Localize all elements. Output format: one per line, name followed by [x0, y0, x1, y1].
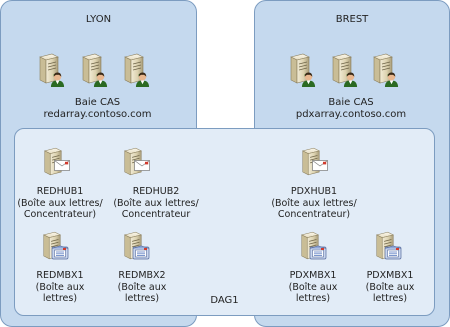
cas-array-title: Baie CAS	[328, 97, 374, 108]
server-label-pdxmbx1: PDXMBX1 (Boîte aux lettres)	[273, 270, 353, 305]
server-name: REDHUB1	[36, 186, 84, 197]
cas-array-title: Baie CAS	[74, 97, 121, 108]
cas-server-with-user-icon	[373, 53, 399, 87]
server-role: lettres)	[42, 293, 78, 304]
server-label-redmbx2: REDMBX2 (Boîte aux lettres)	[102, 270, 182, 305]
cas-array-fqdn: pdxarray.contoso.com	[295, 109, 407, 120]
cas-array-label-brest: Baie CAS pdxarray.contoso.com	[254, 97, 448, 121]
server-role: Concentrateur)	[23, 209, 97, 220]
server-name: PDXMBX1	[366, 270, 414, 281]
mailbox-server-icon	[124, 231, 150, 260]
hub-server-with-envelope-icon	[302, 147, 328, 176]
server-role: lettres)	[295, 293, 331, 304]
server-role: Concentrateur	[121, 209, 191, 220]
server-role: lettres)	[124, 293, 160, 304]
server-label-redmbx1: REDMBX1 (Boîte aux lettres)	[20, 270, 100, 305]
dag-container: DAG1	[14, 128, 435, 316]
server-role: (Boîte aux	[288, 281, 338, 293]
cas-server-with-user-icon	[290, 53, 316, 87]
server-name: PDXMBX1	[289, 270, 337, 281]
server-role: (Boîte aux lettres/	[113, 197, 199, 209]
server-role: (Boîte aux	[117, 281, 167, 293]
site-title-brest: BREST	[335, 14, 369, 25]
site-title-lyon: LYON	[85, 14, 112, 25]
mailbox-server-icon	[301, 231, 327, 260]
cas-server-with-user-icon	[332, 53, 358, 87]
server-label-redhub1: REDHUB1 (Boîte aux lettres/ Concentrateu…	[8, 186, 112, 221]
server-role: (Boîte aux	[35, 281, 85, 293]
server-label-pdxmbx2: PDXMBX1 (Boîte aux lettres)	[350, 270, 430, 305]
cas-server-with-user-icon	[124, 53, 150, 87]
hub-server-with-envelope-icon	[44, 147, 70, 176]
server-name: REDMBX2	[118, 270, 166, 281]
server-role: lettres)	[372, 293, 408, 304]
server-role: (Boîte aux lettres/	[271, 197, 357, 209]
server-role: (Boîte aux	[365, 281, 415, 293]
server-name: REDMBX1	[36, 270, 84, 281]
mailbox-server-icon	[43, 231, 69, 260]
server-label-redhub2: REDHUB2 (Boîte aux lettres/ Concentrateu…	[104, 186, 208, 221]
server-role: (Boîte aux lettres/	[17, 197, 103, 209]
server-role: Concentrateur)	[277, 209, 351, 220]
cas-server-with-user-icon	[82, 53, 108, 87]
cas-server-with-user-icon	[39, 53, 65, 87]
server-label-pdxhub1: PDXHUB1 (Boîte aux lettres/ Concentrateu…	[262, 186, 366, 221]
mailbox-server-icon	[376, 231, 402, 260]
server-name: REDHUB2	[132, 186, 180, 197]
cas-array-label-lyon: Baie CAS redarray.contoso.com	[0, 97, 195, 121]
server-name: PDXHUB1	[290, 186, 338, 197]
cas-array-fqdn: redarray.contoso.com	[43, 109, 152, 120]
hub-server-with-envelope-icon	[124, 147, 150, 176]
dag-title: DAG1	[210, 295, 239, 306]
